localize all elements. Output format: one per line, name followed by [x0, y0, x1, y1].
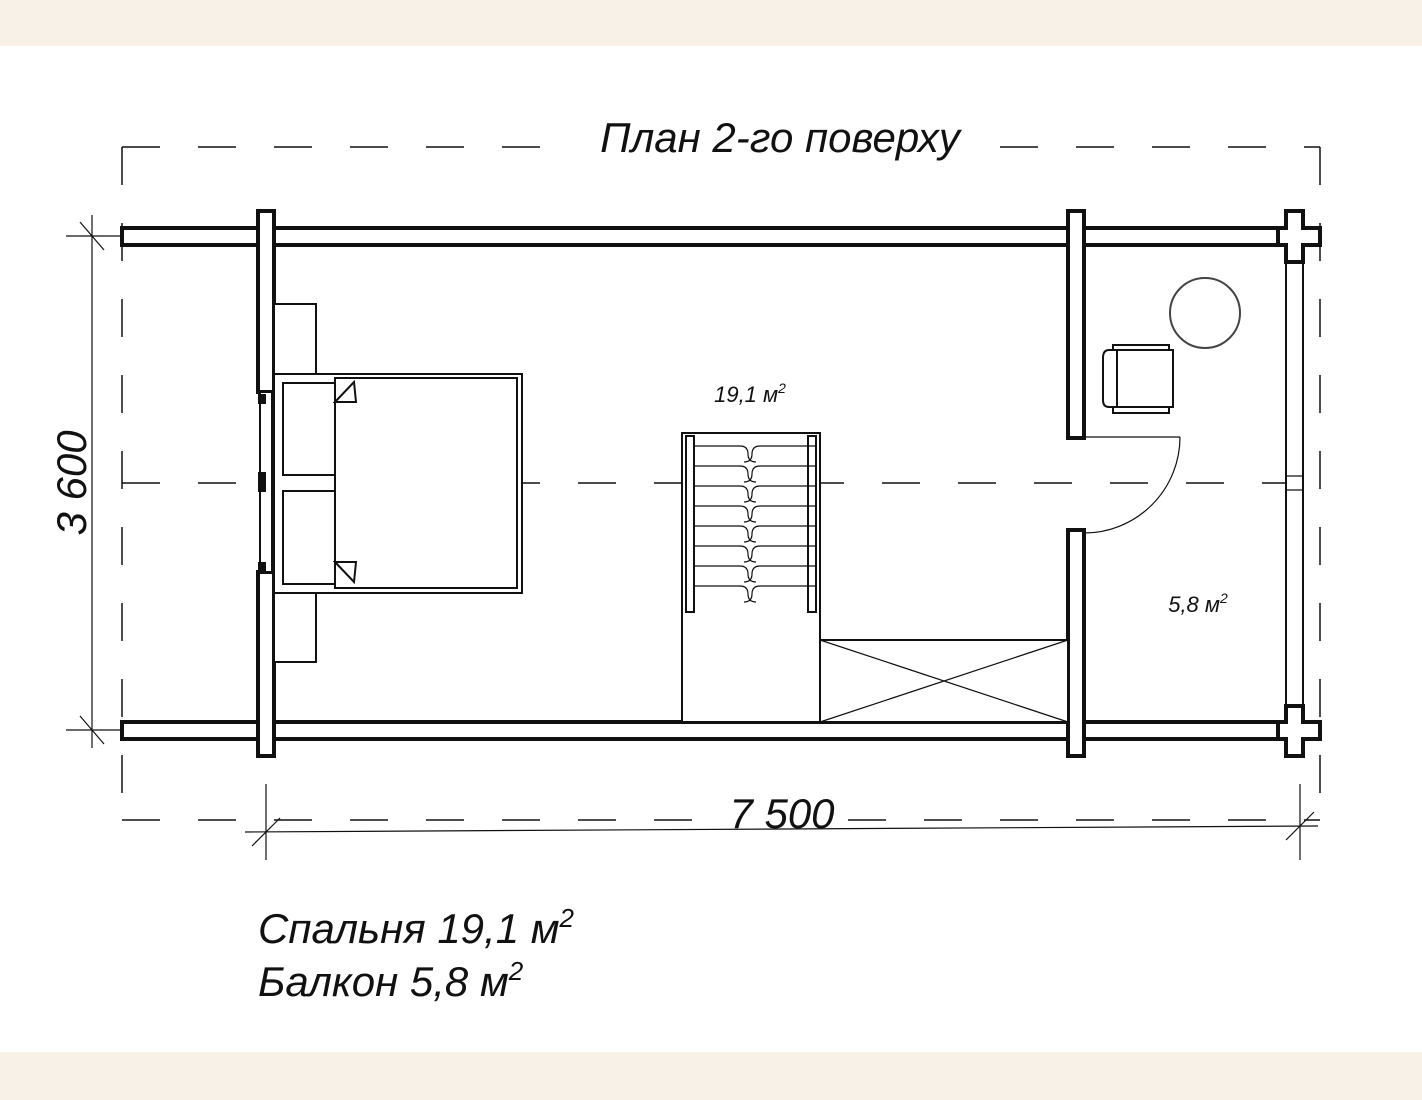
- stair-tread: [694, 545, 816, 563]
- top-band: [0, 0, 1422, 46]
- balcony-door: [1083, 436, 1181, 534]
- stair-tread: [694, 525, 816, 543]
- width-dimension-label: 7 500: [729, 790, 835, 837]
- staircase: [681, 432, 821, 723]
- armchair: [1102, 344, 1174, 414]
- stair-tread: [694, 485, 816, 503]
- depth-dimension: [66, 215, 122, 748]
- stair-tread: [694, 445, 816, 463]
- width-dimension: [244, 784, 1319, 860]
- round-table: [1169, 277, 1241, 349]
- balcony-area-label: 5,8 м2: [1168, 590, 1228, 617]
- stair-tread: [694, 505, 816, 523]
- bedroom-area-label: 19,1 м2: [714, 380, 786, 407]
- legend-bedroom: Спальня 19,1 м2: [258, 903, 575, 952]
- exterior-walls: [120, 209, 1322, 758]
- bed: [273, 303, 523, 663]
- stair-tread: [694, 465, 816, 483]
- depth-dimension-label: 3 600: [48, 430, 95, 536]
- bottom-band: [0, 1052, 1422, 1100]
- stair-opening: [819, 639, 1069, 723]
- plan-title: План 2-го поверху: [600, 114, 963, 161]
- legend-balcony: Балкон 5,8 м2: [258, 956, 524, 1005]
- stair-tread: [694, 585, 816, 603]
- left-wall-with-window: [256, 209, 276, 758]
- stair-tread: [694, 565, 816, 583]
- outline-dashed: [121, 146, 1321, 821]
- partition-wall: [1066, 209, 1086, 758]
